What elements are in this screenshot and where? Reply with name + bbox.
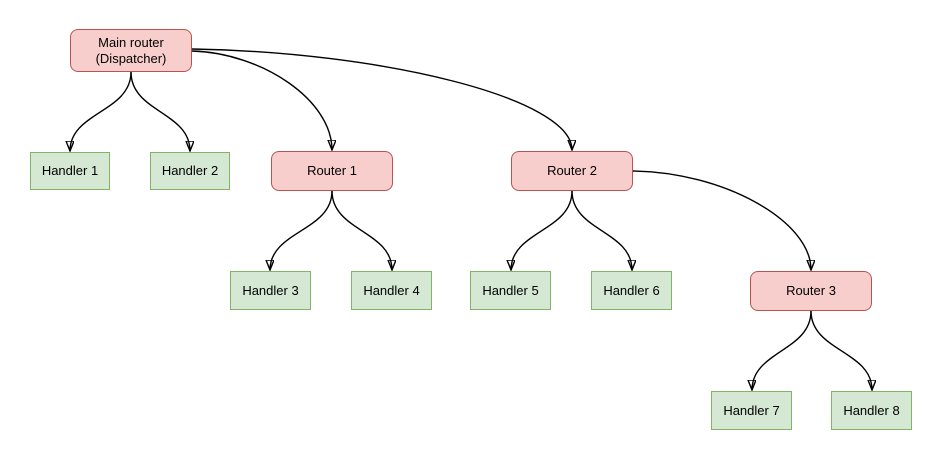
node-router-2-label: Router 2 bbox=[547, 163, 597, 178]
node-handler-8: Handler 8 bbox=[831, 391, 912, 430]
edge-router2-to-handler5 bbox=[511, 190, 573, 270]
edge-main-to-handler1 bbox=[70, 71, 132, 151]
node-router-3: Router 3 bbox=[750, 271, 872, 311]
edge-main-to-handler2 bbox=[130, 71, 190, 151]
edge-router3-to-handler7 bbox=[752, 310, 812, 390]
node-handler-3: Handler 3 bbox=[230, 271, 311, 310]
node-handler-1-label: Handler 1 bbox=[41, 163, 99, 178]
node-router-1-label: Router 1 bbox=[307, 163, 357, 178]
node-handler-5: Handler 5 bbox=[470, 271, 551, 310]
node-handler-4-label: Handler 4 bbox=[363, 282, 420, 298]
node-handler-4: Handler 4 bbox=[351, 271, 432, 310]
node-router-2: Router 2 bbox=[511, 151, 633, 191]
node-handler-6: Handler 6 bbox=[591, 271, 672, 310]
edge-main-to-router2 bbox=[191, 48, 572, 150]
edge-main-to-router1 bbox=[191, 50, 332, 150]
node-handler-7: Handler 7 bbox=[711, 391, 792, 430]
edge-router1-to-handler4 bbox=[331, 190, 392, 270]
node-handler-2: Handler 2 bbox=[150, 152, 230, 190]
node-main-router: Main router (Dispatcher) bbox=[70, 29, 192, 72]
edge-router2-to-router3 bbox=[632, 170, 811, 270]
node-handler-7-label: Handler 7 bbox=[723, 402, 780, 418]
node-main-router-label: Main router (Dispatcher) bbox=[95, 34, 167, 66]
edge-router2-to-handler6 bbox=[571, 190, 632, 270]
node-router-1: Router 1 bbox=[271, 151, 393, 191]
node-handler-8-label: Handler 8 bbox=[843, 402, 900, 418]
node-handler-3-label: Handler 3 bbox=[242, 282, 299, 298]
edge-router1-to-handler3 bbox=[270, 190, 333, 270]
node-handler-2-label: Handler 2 bbox=[161, 163, 219, 178]
node-handler-5-label: Handler 5 bbox=[482, 282, 539, 298]
node-handler-1: Handler 1 bbox=[30, 152, 110, 190]
node-router-3-label: Router 3 bbox=[786, 283, 836, 298]
edge-router3-to-handler8 bbox=[810, 310, 872, 390]
node-handler-6-label: Handler 6 bbox=[603, 282, 660, 298]
